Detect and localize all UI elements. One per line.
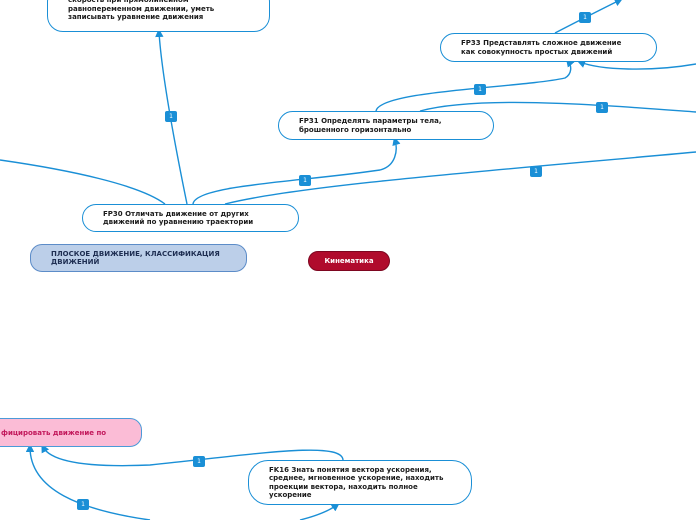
node-label: FP31 Определять параметры тела, брошенно… xyxy=(299,117,442,134)
node-fp33[interactable]: FP33 Представлять сложное движение как с… xyxy=(440,33,657,62)
topic-kinematics[interactable]: Кинематика xyxy=(308,251,390,271)
link-badge[interactable]: 1 xyxy=(193,456,205,467)
node-fk16[interactable]: FK16 Знать понятия вектора ускорения, ср… xyxy=(248,460,472,505)
topic-plane-motion[interactable]: ПЛОСКОЕ ДВИЖЕНИЕ, КЛАССИФИКАЦИЯ ДВИЖЕНИЙ xyxy=(30,244,247,272)
link-left-fp30 xyxy=(0,159,166,205)
node-label: скорость при прямолинейном равнопеременн… xyxy=(68,0,215,22)
topic-label: фицировать движение по xyxy=(1,428,107,437)
link-fp30-right xyxy=(224,151,696,205)
link-badge[interactable]: 1 xyxy=(474,84,486,95)
node-top-equation[interactable]: скорость при прямолинейном равнопеременн… xyxy=(47,0,270,32)
topic-label: ПЛОСКОЕ ДВИЖЕНИЕ, КЛАССИФИКАЦИЯ ДВИЖЕНИЙ xyxy=(51,250,220,266)
node-label: FK16 Знать понятия вектора ускорения, ср… xyxy=(269,465,444,500)
link-fk16-classify xyxy=(41,444,344,467)
link-fp30-fp31 xyxy=(192,136,401,205)
link-badge[interactable]: 1 xyxy=(579,12,591,23)
link-bottom-fk16 xyxy=(299,503,340,520)
link-badge[interactable]: 1 xyxy=(530,166,542,177)
topic-classify-motion[interactable]: фицировать движение по xyxy=(0,418,142,447)
link-bottom-classify xyxy=(25,443,151,520)
topic-label: Кинематика xyxy=(324,257,374,265)
node-fp30[interactable]: FP30 Отличать движение от других движени… xyxy=(82,204,299,232)
link-badge[interactable]: 1 xyxy=(165,111,177,122)
link-badge[interactable]: 1 xyxy=(77,499,89,510)
link-badge[interactable]: 1 xyxy=(299,175,311,186)
node-label: FP33 Представлять сложное движение как с… xyxy=(461,39,622,56)
link-fp31-right xyxy=(419,101,696,113)
node-label: FP30 Отличать движение от других движени… xyxy=(103,209,254,227)
link-fp31-fp33 xyxy=(375,58,575,112)
link-badge[interactable]: 1 xyxy=(596,102,608,113)
link-right-fp33 xyxy=(576,59,696,70)
node-fp31[interactable]: FP31 Определять параметры тела, брошенно… xyxy=(278,111,494,140)
